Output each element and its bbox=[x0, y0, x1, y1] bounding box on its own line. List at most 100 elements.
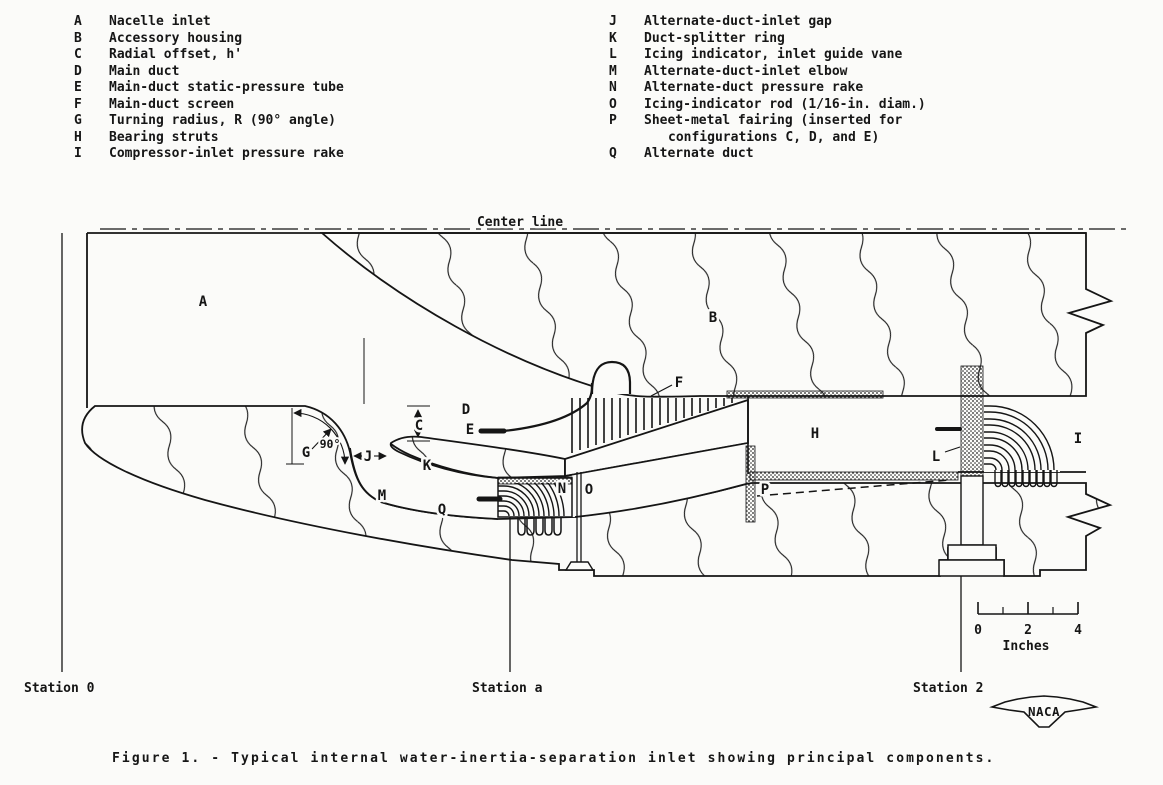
legend-key: F bbox=[74, 96, 82, 112]
legend-item-n: N Alternate-duct pressure rake bbox=[609, 80, 926, 97]
part-label-q: Q bbox=[438, 502, 446, 518]
turning-radius-leader bbox=[311, 428, 332, 450]
part-label-l: L bbox=[932, 449, 940, 465]
naca-logo: NACA bbox=[989, 695, 1100, 728]
legend-key: M bbox=[609, 63, 617, 79]
part-label-b: B bbox=[709, 310, 717, 326]
alt-rake-tubes bbox=[498, 483, 565, 517]
legend-label: Compressor-inlet pressure rake bbox=[109, 146, 344, 161]
vane-support-foot bbox=[947, 544, 997, 561]
part-label-h: H bbox=[811, 426, 819, 442]
part-label-f: F bbox=[675, 375, 683, 391]
dimension-annotations bbox=[286, 338, 430, 465]
legend-item-p: P Sheet-metal fairing (inserted for bbox=[609, 113, 926, 130]
legend-item-o: O Icing-indicator rod (1/16-in. diam.) bbox=[609, 97, 926, 114]
legend-label: Icing-indicator rod (1/16-in. diam.) bbox=[644, 96, 926, 112]
scale-tick-2: 2 bbox=[1024, 623, 1032, 638]
legend-item-h: H Bearing struts bbox=[74, 130, 344, 147]
legend-key: C bbox=[74, 47, 82, 62]
scale-tick-4: 4 bbox=[1074, 623, 1082, 638]
legend-label: Alternate duct bbox=[644, 146, 754, 161]
legend-label: Radial offset, h' bbox=[109, 47, 243, 62]
legend-item-i: I Compressor-inlet pressure rake bbox=[74, 146, 344, 163]
part-label-c: C bbox=[415, 418, 423, 434]
legend-label: Icing indicator, inlet guide vane bbox=[644, 47, 903, 62]
legend-left-column: A Nacelle inlet B Accessory housing C Radia… bbox=[74, 14, 344, 163]
station-0-label: Station 0 bbox=[24, 681, 95, 696]
legend-label: Nacelle inlet bbox=[109, 14, 211, 29]
legend-item-a: A Nacelle inlet bbox=[74, 14, 344, 31]
bearing-section-top-fairing bbox=[726, 390, 884, 399]
legend-key: N bbox=[609, 80, 617, 95]
legend-item-g: G Turning radius, R (90° angle) bbox=[74, 113, 344, 130]
part-label-d: D bbox=[462, 402, 470, 418]
legend-item-p-cont: configurations C, D, and E) bbox=[668, 129, 880, 145]
legend-key: G bbox=[74, 113, 82, 128]
legend-label: Main duct bbox=[109, 63, 180, 79]
legend-label: Accessory housing bbox=[109, 30, 243, 46]
legend-key: P bbox=[609, 113, 617, 128]
naca-logo-text: NACA bbox=[1028, 704, 1060, 719]
icing-indicator-rod bbox=[576, 472, 582, 562]
legend-item-d: D Main duct bbox=[74, 64, 344, 81]
compressor-rake-backing bbox=[984, 397, 1060, 472]
legend-label: Turning radius, R (90° angle) bbox=[109, 113, 336, 128]
part-label-k: K bbox=[423, 458, 432, 474]
scale-bar: 0 2 4 Inches bbox=[974, 602, 1082, 654]
main-duct-screen bbox=[571, 398, 733, 453]
alternate-duct-upper-wall bbox=[564, 442, 749, 477]
legend-label: Alternate-duct pressure rake bbox=[644, 80, 864, 95]
legend-key: L bbox=[609, 47, 617, 62]
legend-key: H bbox=[74, 129, 82, 145]
legend-label: Duct-splitter ring bbox=[644, 30, 785, 46]
legend-label: Sheet-metal fairing (inserted for bbox=[644, 113, 903, 128]
static-pressure-tube-loop bbox=[590, 360, 632, 395]
part-label-o: O bbox=[585, 482, 593, 498]
screen-leader-line bbox=[650, 384, 673, 397]
vane-support-column bbox=[960, 475, 984, 546]
icing-rod-mount bbox=[564, 561, 595, 571]
scale-unit-label: Inches bbox=[1003, 639, 1050, 654]
legend-key: A bbox=[74, 14, 82, 29]
part-label-n: N bbox=[558, 481, 566, 497]
legend-label: Alternate-duct-inlet gap bbox=[644, 14, 832, 29]
alt-rake-tube-tails bbox=[517, 517, 562, 536]
legend-label: Main-duct static-pressure tube bbox=[109, 80, 344, 95]
legend-item-k: K Duct-splitter ring bbox=[609, 31, 926, 48]
part-labels: A B C D E F G H I J K L M N O P Q 90° bbox=[196, 292, 1084, 521]
station-2-label: Station 2 bbox=[913, 681, 983, 696]
bearing-section-bottom-fairing bbox=[749, 471, 959, 481]
legend-key: I bbox=[74, 146, 82, 161]
legend-key: D bbox=[74, 63, 82, 79]
compressor-rake-tube-tails bbox=[994, 470, 1058, 488]
legend-item-l: L Icing indicator, inlet guide vane bbox=[609, 47, 926, 64]
alternate-duct-lower-wall bbox=[574, 483, 747, 518]
scale-tick-0: 0 bbox=[974, 623, 982, 638]
part-label-e: E bbox=[466, 422, 474, 438]
legend-key: O bbox=[609, 96, 617, 112]
legend-key: B bbox=[74, 30, 82, 46]
part-label-a: A bbox=[199, 294, 208, 310]
part-label-m: M bbox=[378, 488, 386, 504]
part-label-j: J bbox=[364, 449, 372, 465]
static-pressure-tube-run bbox=[503, 382, 594, 433]
elbow-outer-wall bbox=[349, 447, 499, 520]
naca-wings bbox=[989, 695, 1100, 728]
legend-label: Main-duct screen bbox=[109, 96, 235, 112]
part-label-p: P bbox=[761, 482, 769, 498]
legend-key: K bbox=[609, 30, 617, 46]
compressor-rake-tubes bbox=[984, 405, 1055, 471]
legend-item-c: C Radial offset, h' bbox=[74, 47, 344, 64]
vane-support-base bbox=[938, 559, 1005, 577]
station-a-label: Station a bbox=[472, 681, 543, 696]
legend-label: Bearing struts bbox=[109, 129, 219, 145]
turning-radius-arc bbox=[293, 408, 350, 465]
figure-caption: Figure 1. - Typical internal water-inert… bbox=[112, 751, 996, 766]
part-label-g: G bbox=[302, 445, 310, 461]
part-label-i: I bbox=[1074, 431, 1082, 447]
angle-label: 90° bbox=[320, 437, 341, 451]
